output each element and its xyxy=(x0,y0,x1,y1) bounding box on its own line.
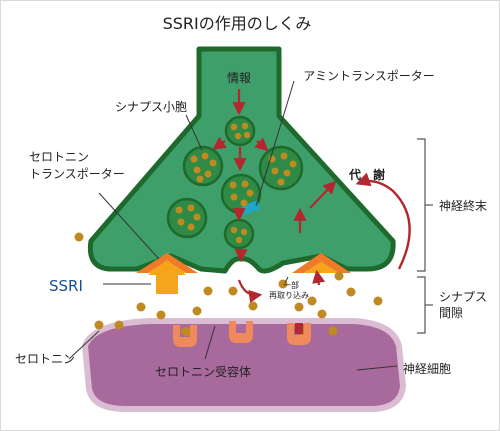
metabolism-curved-arrow xyxy=(355,172,411,270)
label-serotonin-transporter-2: トランスポーター xyxy=(29,167,125,181)
label-serotonin-transporter-1: セロトニン xyxy=(29,150,89,164)
label-metabolism: 代 謝 xyxy=(348,167,385,182)
vesicle xyxy=(224,115,256,147)
label-ssri: SSRI xyxy=(49,277,83,295)
vesicle xyxy=(166,197,208,239)
label-synaptic-cleft-2: 間隙 xyxy=(439,306,463,320)
serotonin-receptors xyxy=(173,321,311,347)
serotonin-receptor-icon xyxy=(229,321,253,343)
bracket-synaptic-cleft xyxy=(417,276,433,334)
label-reuptake-1: 一部 xyxy=(283,280,299,290)
label-nerve-cell-body: 神経細胞 xyxy=(403,362,451,376)
label-amine-transporter: アミントランスポーター xyxy=(303,69,435,83)
bracket-nerve-terminal xyxy=(417,138,433,272)
serotonin-molecules xyxy=(74,232,383,337)
diagram-title: SSRIの作用のしくみ xyxy=(163,14,312,33)
vesicle xyxy=(258,145,304,191)
label-info: 情報 xyxy=(227,71,251,85)
label-reuptake-2: 再取り込み xyxy=(269,291,309,300)
label-nerve-terminal: 神経終末 xyxy=(439,198,487,213)
label-serotonin-receptor: セロトニン受容体 xyxy=(155,364,251,379)
reuptake-arrows xyxy=(237,269,326,303)
serotonin-receptor-icon xyxy=(287,323,311,345)
leader-lines xyxy=(68,80,398,371)
synaptic-vesicles xyxy=(166,115,304,250)
label-synaptic-vesicle: シナプス小胞 xyxy=(115,100,187,114)
ssri-blocker-icon xyxy=(148,260,186,294)
label-synaptic-cleft-1: シナプス xyxy=(439,290,487,304)
label-serotonin: セロトニン xyxy=(15,352,75,366)
serotonin-receptor-icon xyxy=(173,325,197,347)
vesicle-fusing xyxy=(223,218,255,250)
signal-arrows xyxy=(212,89,337,263)
vesicle xyxy=(182,145,224,187)
